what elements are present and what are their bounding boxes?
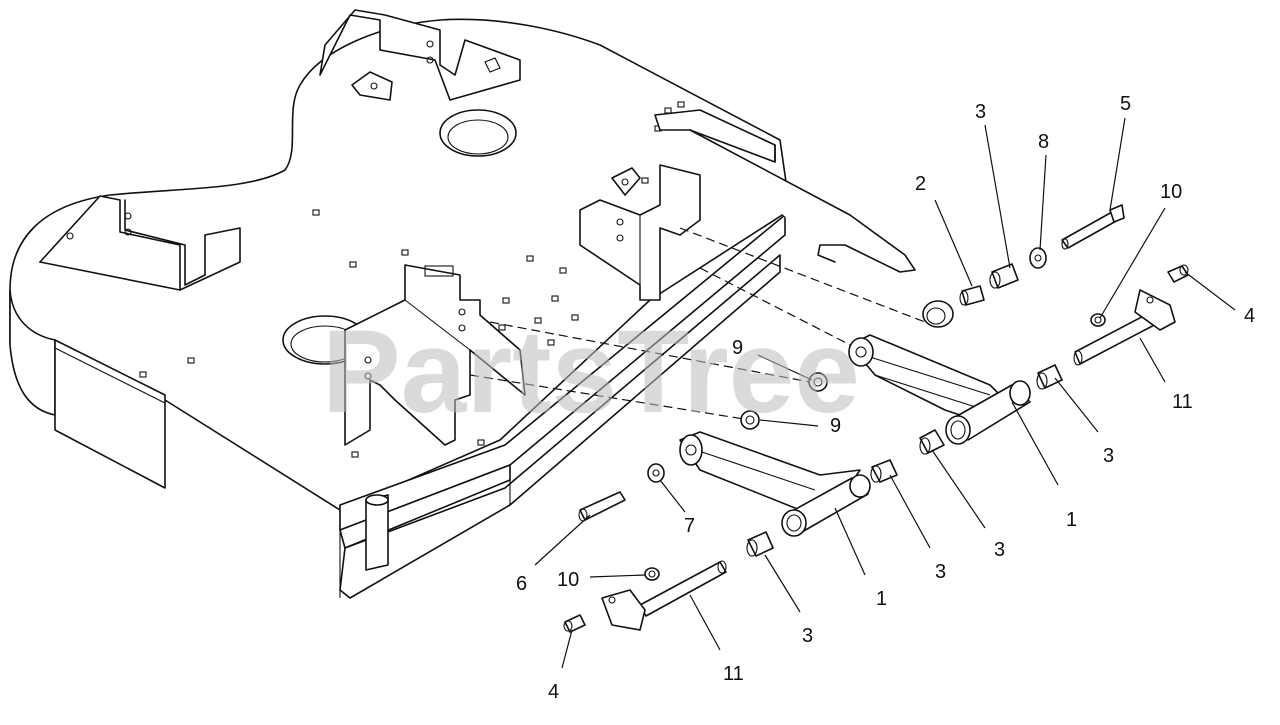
right-pivot-shaft <box>1073 264 1189 366</box>
callout-4: 4 <box>548 681 559 703</box>
callout-1: 1 <box>876 588 887 610</box>
leader-lines <box>534 117 1236 669</box>
watermark: PartsTree <box>322 306 860 438</box>
upper-pivot-parts <box>922 204 1125 328</box>
callout-3: 3 <box>975 101 986 123</box>
callout-3: 3 <box>935 561 946 583</box>
callout-labels: 2 3 8 5 10 4 9 9 11 3 1 3 7 6 3 1 10 3 1… <box>516 93 1255 703</box>
mower-deck <box>9 9 916 599</box>
callout-1: 1 <box>1066 509 1077 531</box>
callout-7: 7 <box>684 515 695 537</box>
callout-9: 9 <box>830 415 841 437</box>
assembly-lines <box>469 227 926 421</box>
callout-10: 10 <box>557 569 579 591</box>
left-lift-arm <box>578 431 898 557</box>
callout-6: 6 <box>516 573 527 595</box>
callout-9: 9 <box>732 337 743 359</box>
left-pivot-shaft <box>563 560 727 633</box>
callout-11: 11 <box>1172 391 1193 413</box>
callout-3: 3 <box>802 625 813 647</box>
callout-4: 4 <box>1244 305 1255 327</box>
callout-10: 10 <box>1160 181 1182 203</box>
callout-2: 2 <box>915 173 926 195</box>
callout-11: 11 <box>723 663 744 685</box>
washers-9 <box>740 372 828 430</box>
right-lift-arm <box>848 334 1063 455</box>
callout-3: 3 <box>1103 445 1114 467</box>
callout-8: 8 <box>1038 131 1049 153</box>
callout-3: 3 <box>994 539 1005 561</box>
callout-5: 5 <box>1120 93 1131 115</box>
